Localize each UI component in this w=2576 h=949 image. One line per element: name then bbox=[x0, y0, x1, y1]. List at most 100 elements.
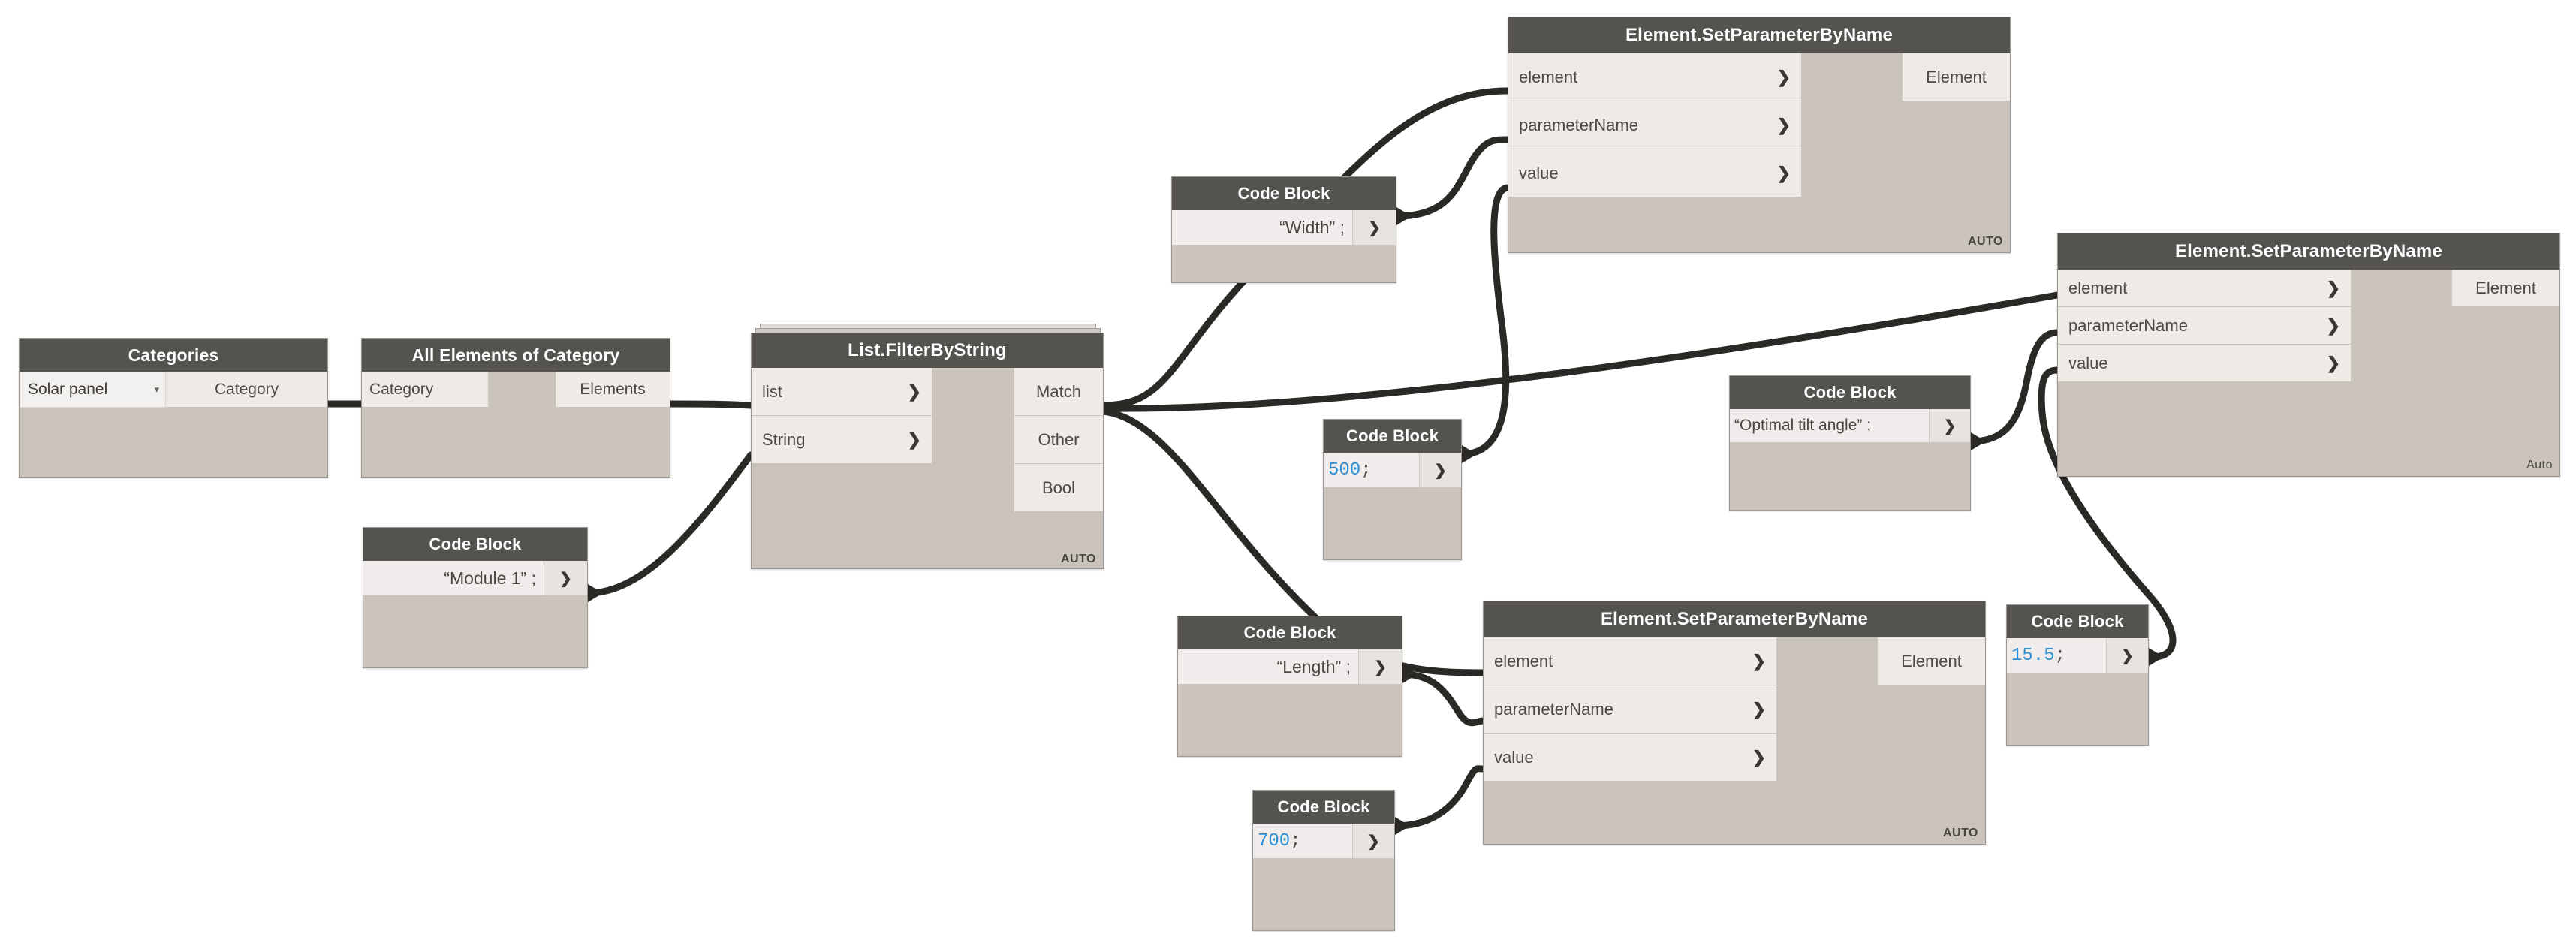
chevron-right-icon: ❯ bbox=[1434, 462, 1447, 479]
lacing-badge[interactable]: AUTO bbox=[1942, 827, 1978, 839]
output-port-element[interactable]: Element bbox=[2452, 270, 2559, 307]
node-stack-decoration-2 bbox=[760, 324, 1096, 330]
output-port-chevron[interactable]: ❯ bbox=[2106, 638, 2148, 673]
node-codeblock-15-5[interactable]: Code Block 15.5 ; ❯ bbox=[2006, 604, 2149, 746]
output-port-category[interactable]: Category bbox=[166, 372, 327, 408]
node-codeblock-700[interactable]: Code Block 700 ; ❯ bbox=[1252, 790, 1395, 931]
chevron-right-icon: ❯ bbox=[1367, 833, 1380, 850]
output-port-label: Elements bbox=[580, 380, 646, 398]
node-codeblock-module1[interactable]: Code Block “Module 1” ; ❯ bbox=[363, 527, 588, 668]
output-port-label: Bool bbox=[1041, 478, 1076, 497]
input-port-label: value bbox=[1494, 747, 1534, 767]
input-port-label: list bbox=[762, 381, 782, 401]
input-port-element[interactable]: element ❯ bbox=[1508, 53, 1801, 101]
input-port-element[interactable]: element ❯ bbox=[2058, 270, 2351, 307]
chevron-right-icon: ❯ bbox=[1374, 658, 1387, 676]
node-list-filterbystring[interactable]: List.FilterByString list ❯ String ❯ Matc… bbox=[751, 333, 1104, 569]
node-title: Categories bbox=[20, 339, 327, 372]
node-setparameterbyname-right[interactable]: Element.SetParameterByName element ❯ par… bbox=[2057, 233, 2560, 477]
input-port-list[interactable]: list ❯ bbox=[752, 368, 932, 416]
output-port-chevron[interactable]: ❯ bbox=[1352, 824, 1394, 858]
chevron-down-icon: ▾ bbox=[154, 384, 160, 395]
codeblock-text[interactable]: 500 ; bbox=[1324, 453, 1419, 487]
input-port-value[interactable]: value ❯ bbox=[1508, 149, 1801, 197]
input-port-label: Category bbox=[369, 380, 434, 398]
input-port-label: element bbox=[2068, 278, 2128, 297]
node-title: List.FilterByString bbox=[752, 333, 1103, 368]
node-codeblock-500[interactable]: Code Block 500 ; ❯ bbox=[1323, 419, 1462, 560]
node-title: Code Block bbox=[1324, 420, 1461, 453]
codeblock-expression: “Length” ; bbox=[1276, 656, 1351, 676]
output-port-chevron[interactable]: ❯ bbox=[1352, 210, 1396, 245]
wire-allelements-to-filter-list bbox=[667, 400, 755, 409]
input-port-element[interactable]: element ❯ bbox=[1484, 637, 1776, 685]
categories-dropdown[interactable]: Solar panel ▾ bbox=[20, 372, 167, 408]
input-port-label: parameterName bbox=[1494, 699, 1613, 719]
input-port-value[interactable]: value ❯ bbox=[1484, 734, 1776, 782]
node-setparameterbyname-bottom[interactable]: Element.SetParameterByName element ❯ par… bbox=[1483, 601, 1986, 845]
chevron-right-icon: ❯ bbox=[1752, 699, 1766, 719]
input-port-label: value bbox=[1519, 163, 1559, 182]
node-title: Element.SetParameterByName bbox=[2058, 233, 2559, 270]
input-port-parametername[interactable]: parameterName ❯ bbox=[1508, 101, 1801, 149]
lacing-badge[interactable]: AUTO bbox=[1967, 235, 2003, 248]
chevron-right-icon: ❯ bbox=[559, 570, 572, 587]
codeblock-expression: “Width” ; bbox=[1279, 217, 1345, 237]
output-port-label: Match bbox=[1036, 381, 1081, 401]
wire-500-to-setparam-top-value bbox=[1458, 184, 1511, 458]
input-port-label: parameterName bbox=[2068, 315, 2188, 335]
output-port-label: Element bbox=[1901, 651, 1962, 670]
node-all-elements-of-category[interactable]: All Elements of Category Category Elemen… bbox=[361, 338, 670, 478]
chevron-right-icon: ❯ bbox=[2326, 353, 2340, 372]
input-port-category[interactable]: Category bbox=[362, 372, 488, 408]
node-title: Element.SetParameterByName bbox=[1508, 17, 2010, 53]
node-title: All Elements of Category bbox=[362, 339, 670, 372]
input-port-parametername[interactable]: parameterName ❯ bbox=[1484, 685, 1776, 734]
codeblock-text[interactable]: 700 ; bbox=[1253, 824, 1352, 858]
output-port-match[interactable]: Match bbox=[1014, 368, 1103, 416]
chevron-right-icon: ❯ bbox=[1752, 651, 1766, 670]
output-port-bool[interactable]: Bool bbox=[1014, 464, 1103, 512]
lacing-badge[interactable]: AUTO bbox=[1060, 553, 1096, 565]
codeblock-text[interactable]: 15.5 ; bbox=[2007, 638, 2106, 673]
lacing-badge[interactable]: Auto bbox=[2526, 459, 2553, 471]
output-port-element[interactable]: Element bbox=[1903, 53, 2010, 101]
chevron-right-icon: ❯ bbox=[1776, 67, 1791, 86]
codeblock-text[interactable]: “Module 1” ; bbox=[363, 561, 544, 595]
output-port-label: Category bbox=[214, 380, 279, 398]
node-setparameterbyname-top[interactable]: Element.SetParameterByName element ❯ par… bbox=[1508, 17, 2011, 253]
output-port-elements[interactable]: Elements bbox=[556, 372, 670, 408]
input-port-label: parameterName bbox=[1519, 115, 1638, 134]
wire-optimaltilt-to-setparam-right-parametername bbox=[1967, 329, 2061, 445]
output-port-element[interactable]: Element bbox=[1878, 637, 1985, 685]
node-codeblock-optimal-tilt-angle[interactable]: Code Block “Optimal tilt angle” ; ❯ bbox=[1729, 375, 1971, 511]
node-title: Element.SetParameterByName bbox=[1484, 601, 1985, 637]
node-title: Code Block bbox=[2007, 605, 2148, 638]
output-port-chevron[interactable]: ❯ bbox=[1358, 649, 1402, 684]
chevron-right-icon: ❯ bbox=[1752, 747, 1766, 767]
chevron-right-icon: ❯ bbox=[1776, 163, 1791, 182]
node-title: Code Block bbox=[1253, 791, 1394, 824]
codeblock-number: 15.5 bbox=[2011, 645, 2055, 666]
node-categories[interactable]: Categories Solar panel ▾ Category bbox=[19, 338, 328, 478]
codeblock-text[interactable]: “Width” ; bbox=[1172, 210, 1352, 245]
codeblock-text[interactable]: “Length” ; bbox=[1178, 649, 1358, 684]
codeblock-text[interactable]: “Optimal tilt angle” ; bbox=[1730, 409, 1929, 442]
node-codeblock-width[interactable]: Code Block “Width” ; ❯ bbox=[1171, 176, 1396, 283]
node-title: Code Block bbox=[1172, 177, 1396, 210]
categories-dropdown-value: Solar panel bbox=[28, 381, 108, 398]
input-port-parametername[interactable]: parameterName ❯ bbox=[2058, 307, 2351, 345]
output-port-other[interactable]: Other bbox=[1014, 416, 1103, 464]
output-port-chevron[interactable]: ❯ bbox=[1419, 453, 1461, 487]
codeblock-number: 500 bbox=[1328, 459, 1361, 481]
wire-length-to-setparam-bottom-parametername bbox=[1399, 670, 1487, 727]
output-port-chevron[interactable]: ❯ bbox=[544, 561, 587, 595]
output-port-chevron[interactable]: ❯ bbox=[1929, 409, 1970, 442]
node-title: Code Block bbox=[363, 528, 587, 561]
chevron-right-icon: ❯ bbox=[907, 381, 921, 401]
input-port-string[interactable]: String ❯ bbox=[752, 416, 932, 464]
chevron-right-icon: ❯ bbox=[2326, 315, 2340, 335]
node-codeblock-length[interactable]: Code Block “Length” ; ❯ bbox=[1177, 616, 1402, 757]
input-port-value[interactable]: value ❯ bbox=[2058, 345, 2351, 382]
